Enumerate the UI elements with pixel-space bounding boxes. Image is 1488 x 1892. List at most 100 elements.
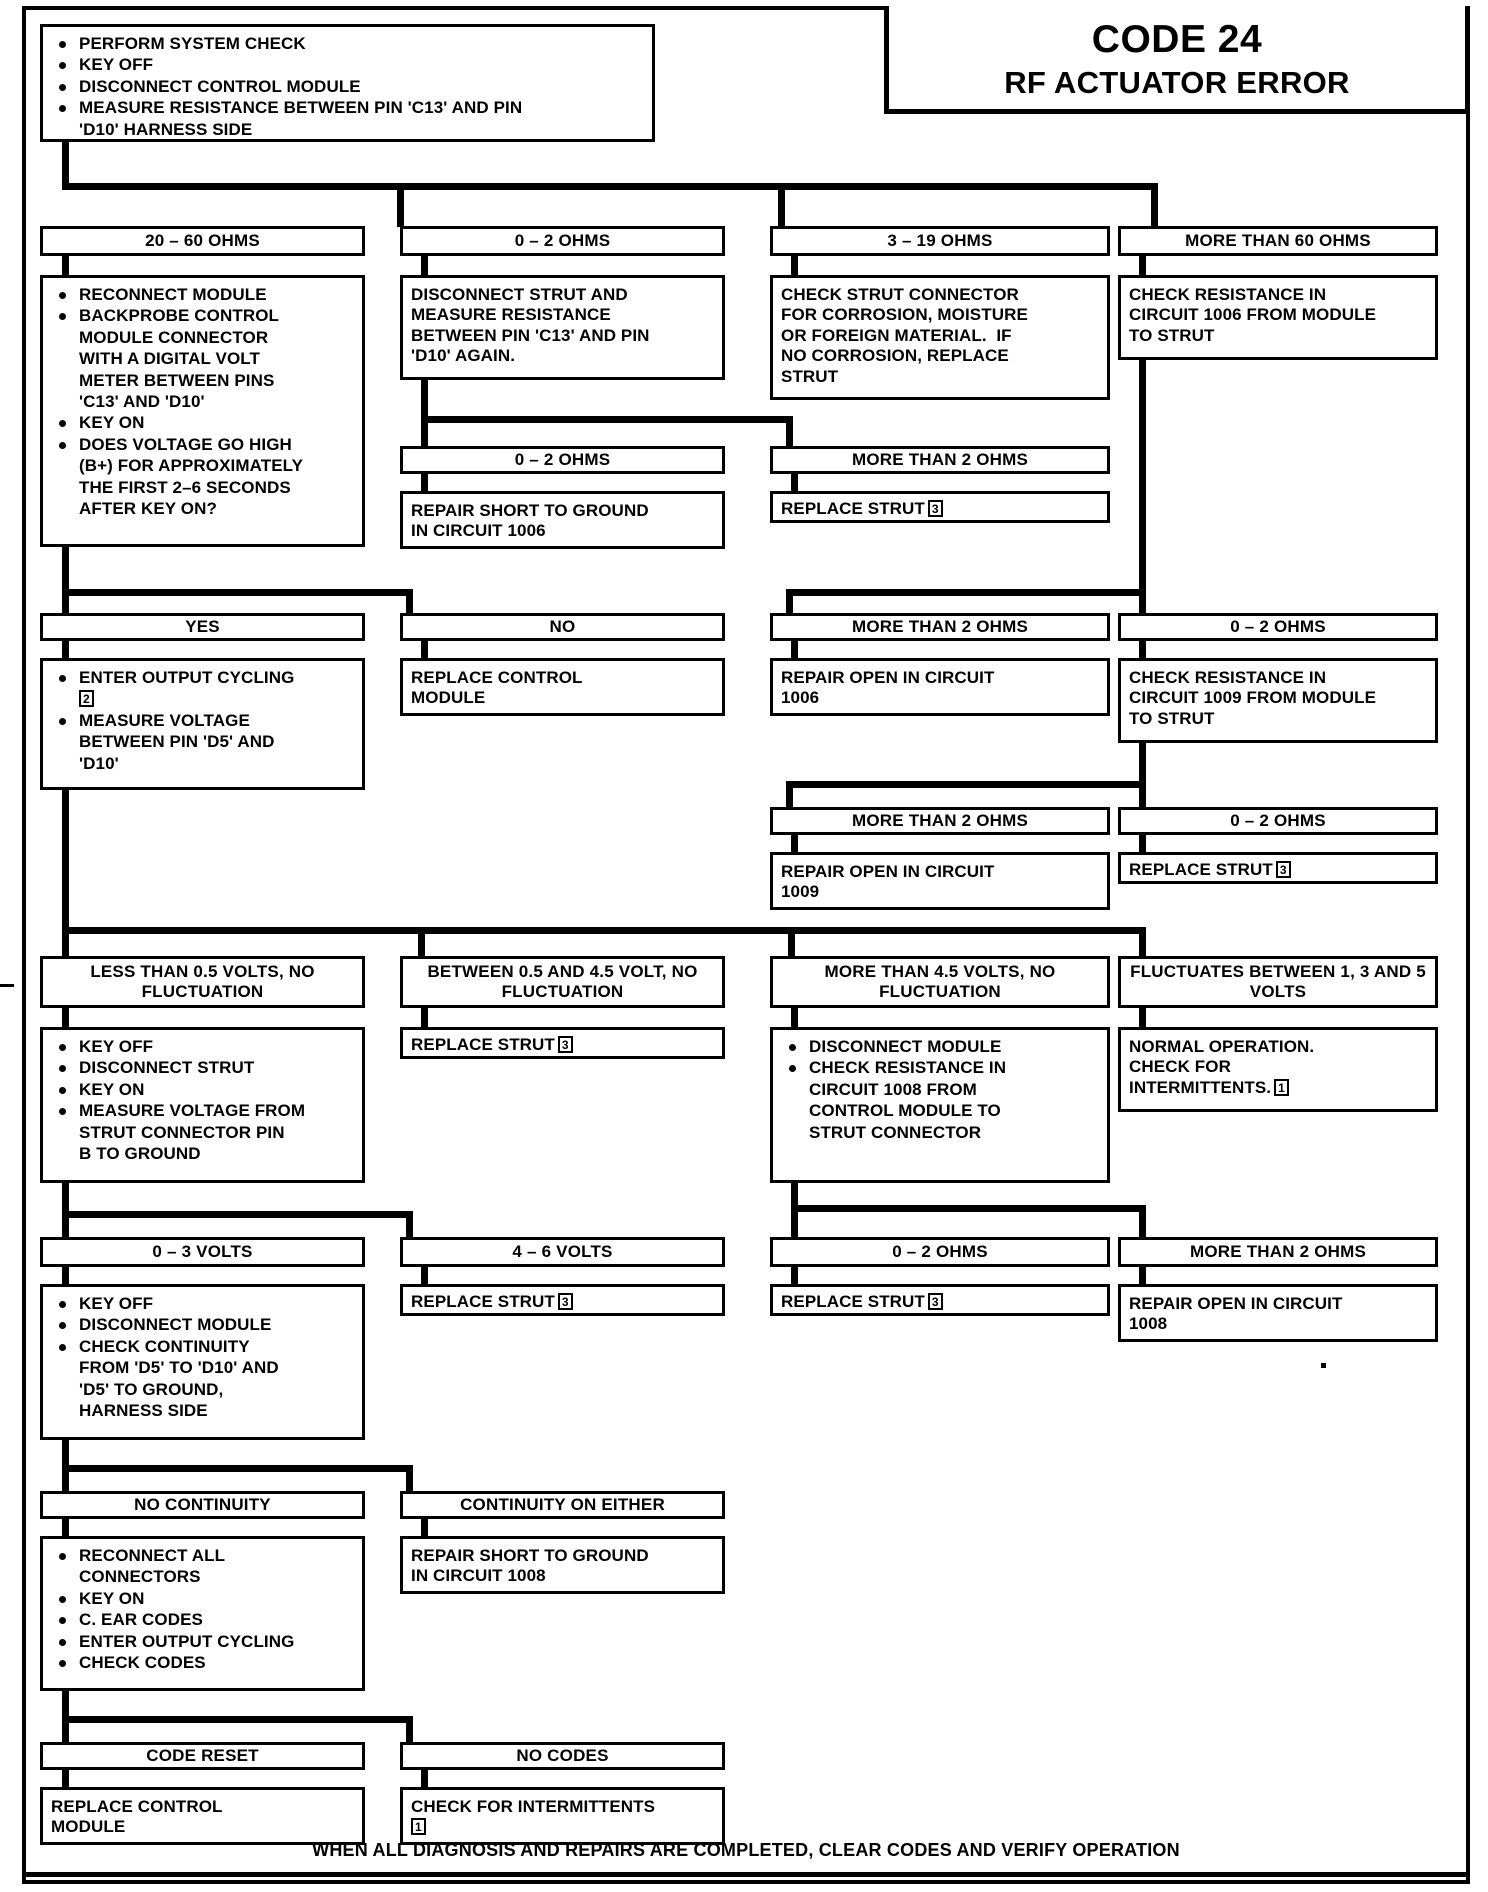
row3-box-repair-open-1006: REPAIR OPEN IN CIRCUIT 1006	[770, 658, 1110, 716]
text-line: TO STRUT	[1129, 325, 1215, 345]
connector	[421, 1007, 428, 1029]
connector	[786, 781, 1146, 788]
connector	[791, 1007, 798, 1029]
connector	[397, 183, 404, 227]
connector	[786, 416, 793, 448]
row8-label-no-codes: NO CODES	[400, 1742, 725, 1770]
row8-label-code-reset: CODE RESET	[40, 1742, 365, 1770]
text-line: REPAIR OPEN IN CIRCUIT	[781, 862, 995, 881]
page-border	[22, 6, 1470, 1884]
list-item: KEY OFF	[51, 55, 644, 75]
branch-label-20-60-ohms: 20 – 60 OHMS	[40, 226, 365, 256]
row1-box-reconnect-module: RECONNECT MODULE BACKPROBE CONTROL MODUL…	[40, 275, 365, 547]
connector	[421, 416, 793, 423]
list-item-continuation: THE FIRST 2–6 SECONDS	[79, 477, 291, 497]
connector	[421, 1769, 428, 1789]
footer-note: WHEN ALL DIAGNOSIS AND REPAIRS ARE COMPL…	[312, 1840, 1180, 1860]
text-line: CIRCUIT 1006 FROM MODULE	[1129, 305, 1377, 325]
connector	[791, 834, 798, 854]
connector	[406, 589, 413, 614]
row7-box-repair-short-1008: REPAIR SHORT TO GROUND IN CIRCUIT 1008	[400, 1536, 725, 1594]
row3-label-0-2-ohms: 0 – 2 OHMS	[1118, 613, 1438, 641]
text-line: IN CIRCUIT 1008	[411, 1566, 546, 1586]
row7-box-reconnect-all-connectors: RECONNECT ALL CONNECTORS KEY ON C. EAR C…	[40, 1536, 365, 1691]
row6-box-repair-open-1008: REPAIR OPEN IN CIRCUIT 1008	[1118, 1284, 1438, 1342]
connector	[62, 1266, 69, 1286]
row8-box-check-for-intermittents: CHECK FOR INTERMITTENTS 1	[400, 1787, 725, 1845]
connector	[1151, 183, 1158, 227]
text-line: STRUT	[781, 366, 839, 386]
text-line: CHECK RESISTANCE IN	[1129, 668, 1327, 687]
branch-label-more-than-60-ohms: MORE THAN 60 OHMS	[1118, 226, 1438, 256]
text-line: REPLACE STRUT	[1129, 860, 1273, 879]
list-item-continuation: WITH A DIGITAL VOLT	[79, 349, 261, 369]
text-line: ENTER OUTPUT CYCLING	[79, 668, 295, 687]
text-line: REPAIR SHORT TO GROUND	[411, 1546, 649, 1565]
text-line: 'D10' AGAIN.	[411, 346, 516, 366]
stray-dot	[1321, 1363, 1326, 1368]
connector	[62, 927, 1146, 934]
connector	[1139, 742, 1146, 788]
connector	[62, 546, 69, 596]
text-line: FOR CORROSION, MOISTURE	[781, 305, 1028, 325]
row4-label-more-than-2-ohms: MORE THAN 2 OHMS	[770, 807, 1110, 835]
text-line: BETWEEN PIN 'C13' AND PIN	[411, 325, 650, 345]
page-title: RF ACTUATOR ERROR	[1004, 64, 1350, 100]
list-item: KEY ON	[51, 413, 354, 433]
list-item-continuation: BETWEEN PIN 'D5' AND	[79, 732, 275, 752]
connector	[62, 640, 69, 660]
row1-box-check-resistance-1006: CHECK RESISTANCE IN CIRCUIT 1006 FROM MO…	[1118, 275, 1438, 360]
list-item: ENTER OUTPUT CYCLING	[51, 668, 354, 688]
text-line: TO STRUT	[1129, 708, 1215, 728]
reference-marker: 3	[927, 1293, 943, 1310]
row4-label-0-2-ohms: 0 – 2 OHMS	[1118, 807, 1438, 835]
text-line: 1006	[781, 688, 820, 708]
connector	[421, 1266, 428, 1286]
list-item: KEY OFF	[51, 1294, 354, 1314]
row5-label-more-than-4-5-volts: MORE THAN 4.5 VOLTS, NO FLUCTUATION	[770, 956, 1110, 1008]
connector	[62, 1716, 413, 1723]
connector	[421, 640, 428, 660]
connector	[62, 589, 413, 596]
connector	[1139, 255, 1146, 277]
connector	[62, 1182, 69, 1227]
row5-label-less-than-0-5-volts: LESS THAN 0.5 VOLTS, NO FLUCTUATION	[40, 956, 365, 1008]
connector	[791, 1205, 1146, 1212]
connector	[791, 255, 798, 277]
list-item: CHECK CONTINUITY	[51, 1337, 354, 1357]
connector	[62, 1465, 413, 1472]
list-item: DISCONNECT STRUT	[51, 1058, 354, 1078]
connector	[786, 589, 1146, 596]
connector	[62, 183, 1158, 190]
list-item-continuation: B TO GROUND	[79, 1143, 201, 1163]
list-item-continuation: 'D5' TO GROUND,	[79, 1379, 224, 1399]
row1-box-check-strut-connector: CHECK STRUT CONNECTOR FOR CORROSION, MOI…	[770, 275, 1110, 400]
connector	[786, 589, 793, 615]
connector	[421, 416, 428, 448]
list-item: BACKPROBE CONTROL	[51, 306, 354, 326]
connector	[1139, 640, 1146, 660]
connector	[1139, 1205, 1146, 1239]
text-span: INTERMITTENTS.	[1129, 1077, 1272, 1097]
connector	[421, 255, 428, 277]
connector	[62, 1518, 69, 1538]
row3-box-check-resistance-1009: CHECK RESISTANCE IN CIRCUIT 1009 FROM MO…	[1118, 658, 1438, 743]
text-line: 1009	[781, 882, 820, 902]
text-line: DISCONNECT STRUT AND	[411, 285, 628, 304]
connector	[1139, 927, 1146, 958]
row4-box-repair-open-1009: REPAIR OPEN IN CIRCUIT 1009	[770, 852, 1110, 910]
reference-marker-line: 1	[411, 1817, 714, 1837]
connector	[1139, 1266, 1146, 1286]
connector	[62, 789, 69, 934]
connector	[791, 1205, 798, 1239]
list-item: DISCONNECT MODULE	[51, 1315, 354, 1335]
text-line: REPLACE STRUT	[411, 1035, 555, 1054]
connector	[1139, 834, 1146, 854]
list-item-continuation: MODULE CONNECTOR	[79, 327, 269, 347]
connector	[791, 1182, 798, 1227]
text-line: REPAIR OPEN IN CIRCUIT	[1129, 1294, 1343, 1313]
